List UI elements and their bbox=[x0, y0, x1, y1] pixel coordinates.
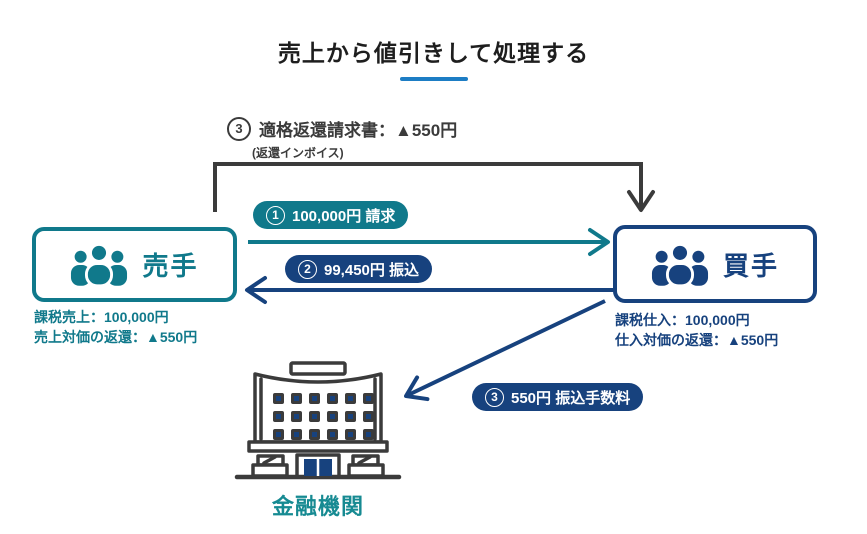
fee-arrow bbox=[404, 299, 606, 402]
buyer-label: 買手 bbox=[722, 250, 779, 281]
buyer-box: 買手 bbox=[613, 225, 817, 303]
page-title: 売上から値引きして処理する bbox=[277, 40, 590, 66]
circled-number-1-icon: 1 bbox=[266, 205, 285, 225]
billing-badge: 1 100,000円 請求 bbox=[253, 201, 409, 229]
bank-roof-box bbox=[289, 361, 347, 376]
transfer-badge: 2 99,450円 振込 bbox=[285, 255, 433, 283]
bank-kiosk-right bbox=[347, 463, 385, 478]
title-underline bbox=[400, 77, 468, 81]
seller-people-icon bbox=[71, 243, 128, 286]
seller-details: 課税売上：100,000円 売上対価の返還：▲550円 bbox=[34, 307, 197, 347]
buyer-detail-line1: 課税仕入：100,000円 bbox=[615, 312, 750, 328]
seller-box: 売手 bbox=[32, 227, 237, 302]
seller-label: 売手 bbox=[142, 251, 199, 281]
bank-band bbox=[247, 440, 389, 453]
circled-number-2-icon: 2 bbox=[298, 259, 317, 279]
buyer-details: 課税仕入：100,000円 仕入対価の返還：▲550円 bbox=[615, 310, 778, 350]
buyer-detail-line2: 仕入対価の返還：▲550円 bbox=[615, 332, 779, 348]
bank-building-icon bbox=[234, 361, 402, 480]
return-invoice-text: 適格返還請求書：▲550円 bbox=[259, 121, 458, 140]
bank-windows bbox=[273, 393, 374, 440]
return-invoice-label: 3 適格返還請求書：▲550円 bbox=[227, 116, 457, 141]
seller-detail-line2: 売上対価の返還：▲550円 bbox=[34, 329, 198, 345]
billing-badge-label: 100,000円 請求 bbox=[292, 207, 396, 225]
return-invoice-note: (返還インボイス) bbox=[252, 146, 344, 160]
circled-number-3-icon: 3 bbox=[227, 116, 251, 141]
bank-door-frame bbox=[295, 453, 341, 478]
bank-label: 金融機関 bbox=[271, 494, 364, 519]
transfer-badge-label: 99,450円 振込 bbox=[324, 261, 420, 279]
bank-kiosk-left bbox=[251, 463, 289, 478]
buyer-people-icon bbox=[651, 242, 709, 286]
circled-number-3-fee-icon: 3 bbox=[485, 387, 504, 407]
seller-detail-line1: 課税売上：100,000円 bbox=[34, 309, 169, 325]
bank-facade bbox=[253, 372, 383, 444]
fee-badge-label: 550円 振込手数料 bbox=[511, 389, 631, 407]
fee-badge: 3 550円 振込手数料 bbox=[472, 383, 644, 411]
